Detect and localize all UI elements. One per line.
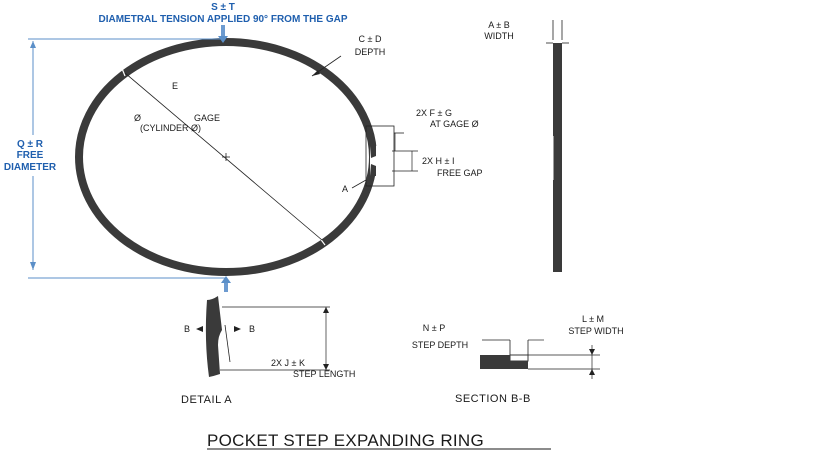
step-length-text: STEP LENGTH — [293, 369, 355, 379]
detail-a — [196, 296, 330, 377]
gap-detail-box — [365, 125, 418, 187]
section-mark-left: B — [184, 324, 190, 334]
bottom-tension-arrow — [221, 276, 231, 292]
gap-at-gage-tolerance: 2X F ± G — [416, 108, 452, 118]
free-gap-text: FREE GAP — [437, 168, 483, 178]
gage-word: GAGE — [194, 113, 220, 123]
diagram-title: POCKET STEP EXPANDING RING — [207, 431, 484, 450]
gage-symbol: Ø — [134, 113, 141, 123]
width-tolerance: A ± B — [488, 20, 509, 30]
free-diameter-word: FREE — [17, 150, 44, 161]
detail-a-marker: A — [342, 184, 348, 194]
gap-at-gage-text: AT GAGE Ø — [430, 119, 479, 129]
main-ring — [75, 38, 377, 276]
tension-text: DIAMETRAL TENSION APPLIED 90° FROM THE G… — [98, 14, 347, 25]
step-width-text: STEP WIDTH — [568, 326, 623, 336]
depth-text: DEPTH — [355, 47, 386, 57]
free-diameter-text: DIAMETER — [4, 162, 57, 173]
step-depth-text: STEP DEPTH — [412, 340, 468, 350]
top-tension-arrow — [218, 25, 228, 43]
depth-arrow — [311, 55, 342, 77]
detail-a-label: DETAIL A — [181, 394, 232, 406]
free-gap-tolerance: 2X H ± I — [422, 156, 454, 166]
section-b-b — [480, 339, 600, 379]
section-label: SECTION B-B — [455, 393, 531, 405]
step-width-tolerance: L ± M — [582, 314, 604, 324]
section-mark-right: B — [249, 324, 255, 334]
gage-text: (CYLINDER Ø) — [140, 123, 201, 133]
tension-tolerance: S ± T — [211, 2, 235, 13]
free-diameter-tolerance: Q ± R — [17, 139, 44, 150]
center-mark — [222, 153, 230, 161]
gage-diameter-line — [124, 72, 323, 241]
free-diameter-dimension — [28, 38, 226, 279]
detail-a-leader — [351, 179, 367, 189]
depth-tolerance: C ± D — [359, 34, 382, 44]
width-text: WIDTH — [484, 31, 514, 41]
step-depth-tolerance: N ± P — [423, 323, 445, 333]
label-e: E — [172, 81, 178, 91]
step-length-tolerance: 2X J ± K — [271, 358, 305, 368]
side-view — [546, 20, 569, 272]
